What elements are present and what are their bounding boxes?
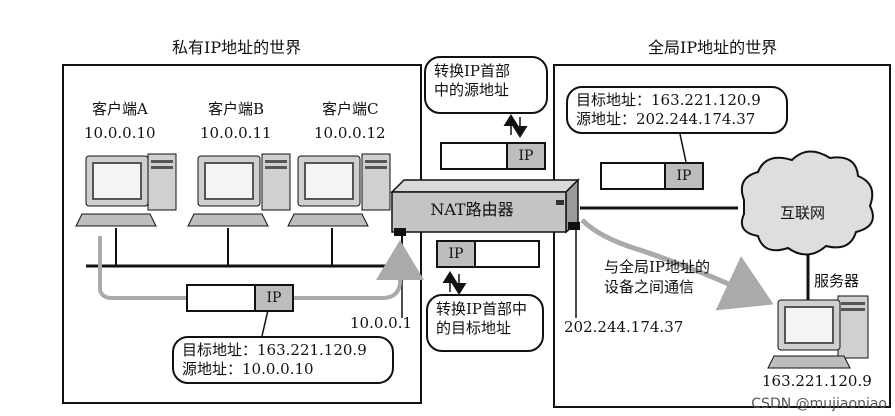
source-translate-note-line2: 中的源地址 [434, 81, 510, 99]
global-flow-arrow [580, 218, 774, 311]
server-ip: 163.221.120.9 [762, 372, 872, 390]
bottom-packet: IP [436, 240, 540, 268]
nat-router [390, 178, 580, 236]
server-computer [767, 295, 869, 369]
client-a-name: 客户端A [92, 100, 148, 118]
private-packet-payload [188, 286, 254, 310]
nat-router-label: NAT路由器 [430, 200, 514, 219]
private-packet-header: IP [254, 286, 292, 310]
top-packet-payload [442, 144, 506, 168]
client-c-name: 客户端C [322, 100, 379, 118]
client-b-computer [187, 153, 291, 227]
bottom-packet-header: IP [438, 242, 476, 266]
global-dest-address: 目标地址：163.221.120.9 [576, 91, 761, 109]
watermark: CSDN @mujiaoniao [751, 396, 887, 412]
source-translate-note: 转换IP首部 中的源地址 [424, 56, 548, 114]
private-dest-address: 目标地址：163.221.120.9 [182, 341, 367, 359]
global-comm-line1: 与全局IP地址的 [604, 258, 711, 276]
private-packet: IP [186, 284, 294, 312]
global-packet-payload [602, 164, 664, 188]
router-outside-ip: 202.244.174.37 [564, 318, 684, 336]
global-packet-header: IP [664, 164, 702, 188]
global-src-address: 源地址：202.244.174.37 [576, 110, 756, 128]
client-b-ip: 10.0.0.11 [200, 124, 272, 142]
private-flow-arrow [98, 236, 186, 300]
router-inside-ip: 10.0.0.1 [350, 314, 413, 332]
client-a-computer [75, 153, 177, 227]
global-address-box: 目标地址：163.221.120.9 源地址：202.244.174.37 [566, 86, 788, 134]
top-packet: IP [440, 142, 546, 170]
client-b-name: 客户端B [208, 100, 265, 118]
client-c-ip: 10.0.0.12 [314, 124, 386, 142]
internet-cloud [740, 150, 874, 256]
client-c-computer [287, 153, 391, 227]
global-comm-line2: 设备之间通信 [604, 278, 695, 296]
client-a-ip: 10.0.0.10 [84, 124, 156, 142]
global-packet: IP [600, 162, 704, 190]
destination-translate-note: 转换IP首部中 的目标地址 [426, 294, 544, 352]
internet-label: 互联网 [780, 204, 826, 222]
source-translate-note-line1: 转换IP首部 [434, 62, 511, 80]
private-address-box: 目标地址：163.221.120.9 源地址：10.0.0.10 [172, 336, 394, 384]
destination-translate-note-line2: 的目标地址 [436, 319, 512, 337]
destination-translate-note-line1: 转换IP首部中 [436, 300, 528, 318]
nat-router-box: NAT路由器 [392, 180, 580, 226]
private-src-address: 源地址：10.0.0.10 [182, 360, 314, 378]
bottom-packet-payload [476, 242, 538, 266]
global-world-title: 全局IP地址的世界 [648, 38, 778, 57]
top-packet-header: IP [506, 144, 544, 168]
private-world-title: 私有IP地址的世界 [172, 38, 302, 57]
server-label: 服务器 [814, 272, 860, 290]
